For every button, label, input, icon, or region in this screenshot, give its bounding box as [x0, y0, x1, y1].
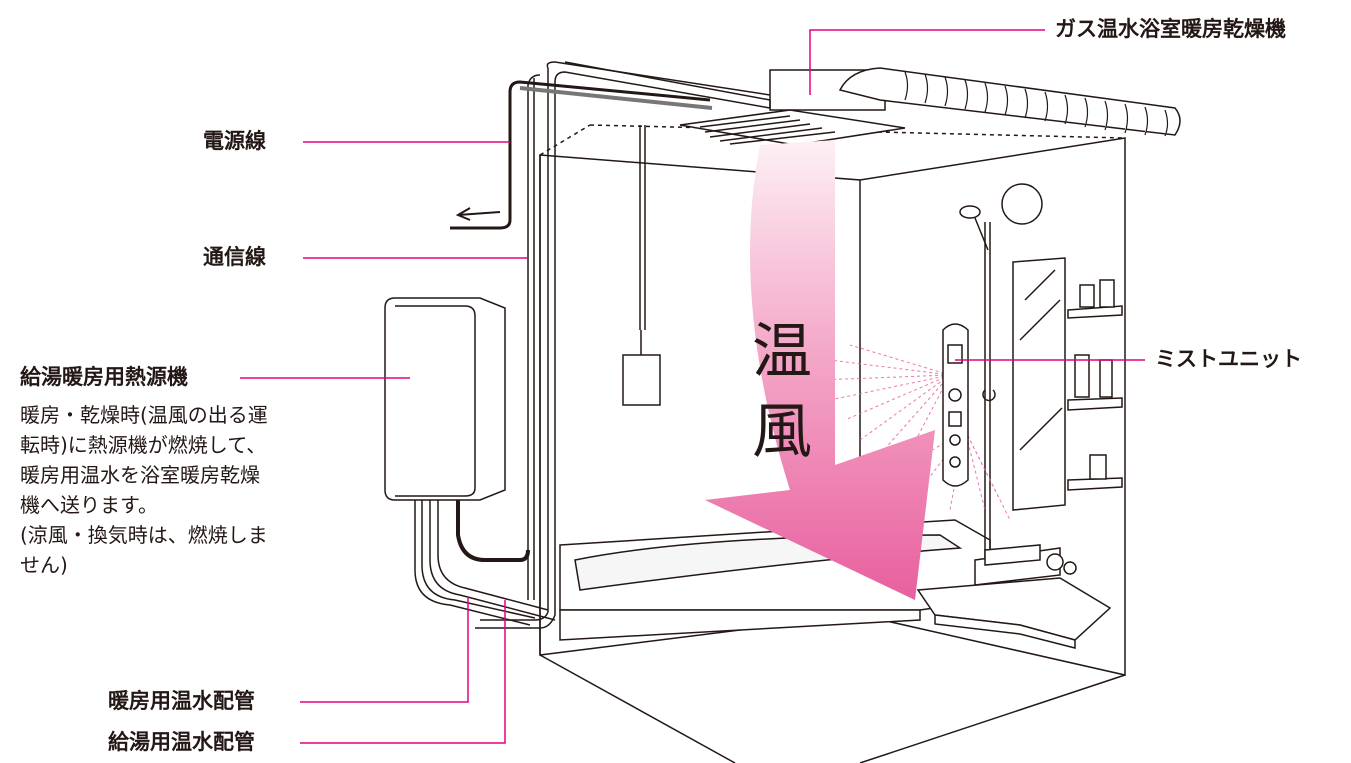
leader-lines: [240, 29, 1145, 744]
heat-source-description: 暖房・乾燥時(温風の出る運 転時)に熱源機が燃焼して、 暖房用温水を浴室暖房乾燥…: [20, 400, 370, 580]
pipes: [414, 61, 771, 629]
description-line: 暖房用温水を浴室暖房乾燥: [20, 463, 260, 487]
warm-air-char-2: 風: [752, 397, 812, 467]
description-line: せん): [20, 553, 68, 577]
mist-unit-label: ミストユニット: [1155, 347, 1302, 371]
power-line-label: 電源線: [203, 129, 266, 153]
hotwater-pipe-label: 給湯用温水配管: [108, 730, 255, 754]
faucet: [984, 544, 1077, 575]
description-line: 転時)に熱源機が燃焼して、: [20, 433, 267, 457]
description-line: (涼風・換気時は、燃焼しま: [20, 523, 268, 547]
comm-line-label: 通信線: [203, 245, 266, 269]
wall-remote: [622, 125, 661, 406]
bath-step: [916, 577, 1112, 649]
exit-arrow: [455, 207, 501, 221]
description-line: 暖房・乾燥時(温風の出る運: [20, 403, 268, 427]
warm-air-arrow: [705, 140, 935, 600]
heat-source-unit: [384, 297, 506, 501]
mist-unit: [942, 323, 969, 487]
ceiling-dryer: [679, 67, 1181, 146]
mirror-shelves: [1001, 183, 1123, 511]
heating-pipe-label: 暖房用温水配管: [108, 689, 255, 713]
description-line: 機へ送ります。: [20, 493, 158, 517]
gas-dryer-label: ガス温水浴室暖房乾燥機: [1055, 17, 1286, 41]
heat-source-label: 給湯暖房用熱源機: [20, 365, 188, 389]
warm-air-char-1: 温: [752, 317, 812, 387]
